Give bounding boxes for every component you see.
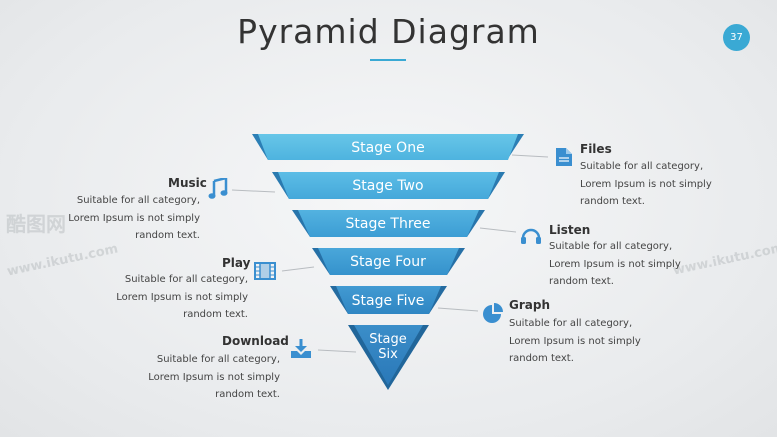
connector-music (231, 189, 276, 193)
page-number-badge: 37 (723, 24, 750, 51)
title-underline (370, 59, 406, 61)
pyramid-layer-5 (336, 286, 441, 314)
watermark-logo-left: 酷图网 (6, 212, 66, 236)
stage-label-1: Stage One (351, 140, 425, 156)
connector-download (317, 349, 357, 353)
item-play-text: Suitable for all category,Lorem Ipsum is… (116, 274, 248, 320)
item-listen-title: Listen (549, 223, 591, 237)
pyramid-layer-2 (278, 172, 499, 199)
document-icon (556, 148, 572, 166)
pyramid-layer-4 (318, 248, 459, 275)
pyramid-layer-6 (354, 325, 423, 385)
page-title: Pyramid Diagram (237, 12, 540, 51)
music-note-icon (208, 178, 228, 199)
item-music-text: Suitable for all category,Lorem Ipsum is… (68, 195, 200, 241)
item-files-text: Suitable for all category,Lorem Ipsum is… (580, 161, 712, 207)
item-files-title: Files (580, 142, 612, 156)
item-graph-title: Graph (509, 298, 550, 312)
connector-graph (437, 307, 479, 312)
stage-label-2: Stage Two (352, 178, 424, 194)
pie-chart-icon (483, 303, 503, 323)
download-icon (291, 339, 311, 358)
stage-label-3: Stage Three (345, 216, 431, 232)
item-play-title: Play (222, 256, 251, 270)
item-download-title: Download (222, 334, 289, 348)
item-graph-text: Suitable for all category,Lorem Ipsum is… (509, 318, 641, 364)
pyramid-layer-3 (298, 210, 479, 237)
stage-label-5: Stage Five (351, 293, 425, 309)
connector-files (511, 154, 549, 158)
connector-listen (479, 227, 517, 233)
headphones-icon (521, 228, 541, 244)
pyramid-layer-1 (258, 134, 518, 160)
item-music-title: Music (168, 176, 207, 190)
item-listen-text: Suitable for all category,Lorem Ipsum is… (549, 241, 681, 287)
item-download-text: Suitable for all category,Lorem Ipsum is… (148, 354, 280, 400)
connector-play (281, 266, 315, 272)
stage-label-4: Stage Four (350, 254, 426, 270)
film-strip-icon (254, 262, 276, 280)
